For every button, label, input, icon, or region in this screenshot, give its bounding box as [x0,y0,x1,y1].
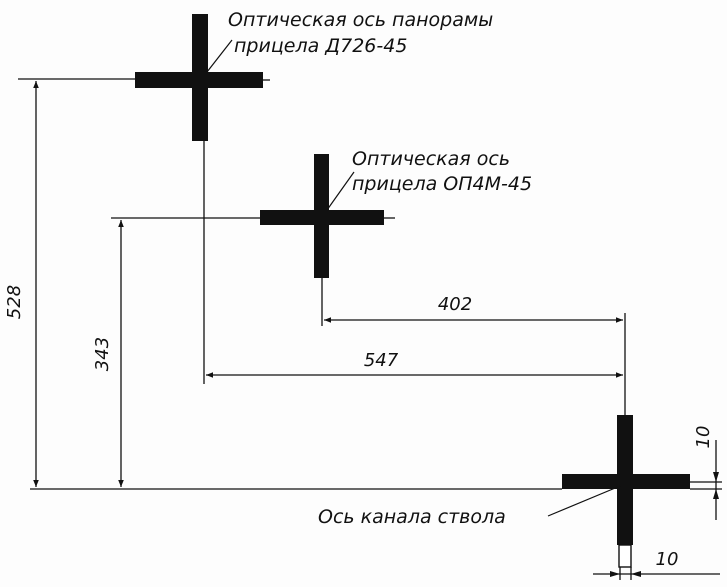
label-op4m-line1: Оптическая ось [352,148,510,170]
label-panorama-line1: Оптическая ось панорамы [228,9,493,31]
label-barrel-axis: Ось канала ствола [318,506,506,528]
dim-value-343: 343 [92,337,113,371]
dim-value-528: 528 [4,285,25,319]
dim-value-10-height: 10 [693,426,714,449]
dim-value-547: 547 [364,350,399,371]
leader-lines [206,39,621,517]
extension-lines [18,78,722,580]
op4m-crosshair [260,154,384,278]
barrel-crosshair [562,415,690,568]
dim-value-10-width: 10 [656,549,679,570]
small-arrows [610,472,719,577]
label-op4m-line2: прицела ОП4М-45 [352,173,532,195]
panorama-crosshair [135,14,263,141]
dim-value-402: 402 [438,294,472,315]
label-panorama-line2: прицела Д726-45 [234,35,407,57]
